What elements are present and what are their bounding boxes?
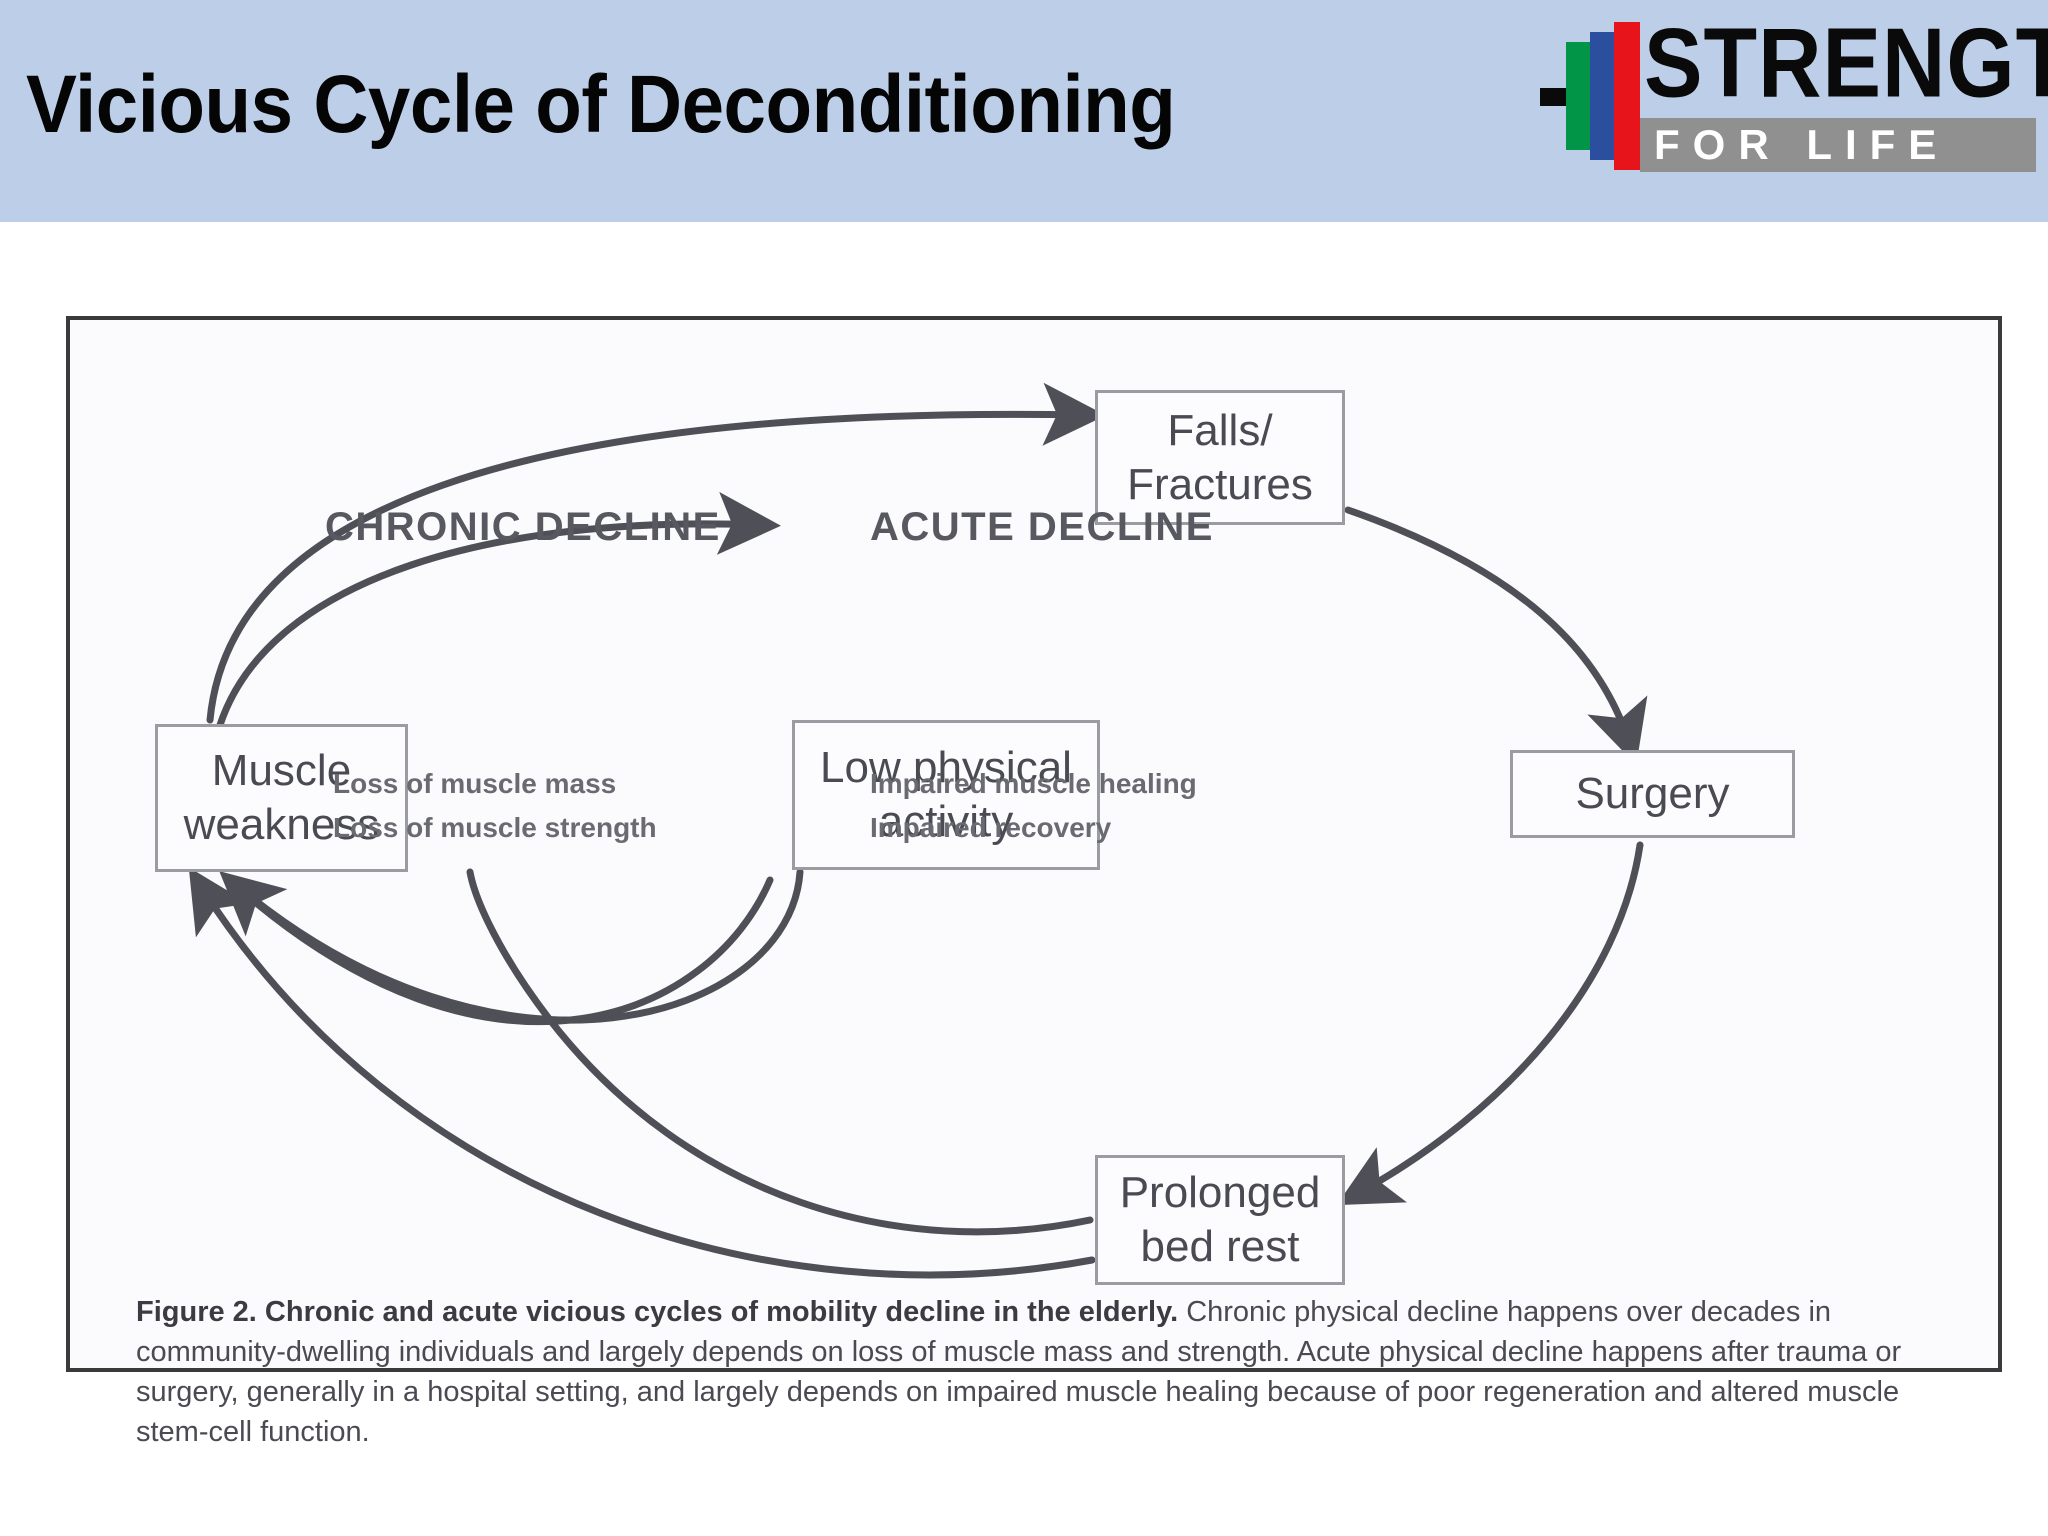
page-title: Vicious Cycle of Deconditioning: [26, 59, 1176, 150]
logo-wordmark-strength: STRENGTH: [1644, 8, 2048, 119]
arrow-lowphys-to-muscle-path: [226, 868, 804, 1024]
section-heading-chronic-decline: CHRONIC DECLINE: [325, 505, 721, 549]
arrow-surgery-to-bedrest: [1336, 841, 1644, 1206]
arrow-bedrest-to-muscle: [188, 867, 1096, 1279]
cycle-arrows-diagram: [188, 382, 1648, 1279]
figure-caption: Figure 2. Chronic and acute vicious cycl…: [136, 1292, 1936, 1452]
slide-header: Vicious Cycle of Deconditioning STRENGTH…: [0, 0, 2048, 222]
section-bullets-chronic-decline: Loss of muscle mass Loss of muscle stren…: [333, 768, 657, 843]
brand-logo: STRENGTH FOR LIFE: [1540, 8, 2048, 172]
node-low-physical-activity[interactable]: Low physical activity: [792, 720, 1100, 870]
figure-canvas: Falls/ Fractures Surgery Prolonged bed r…: [70, 320, 1998, 1448]
figure-caption-title: Figure 2. Chronic and acute vicious cycl…: [136, 1296, 1179, 1328]
figure-caption-body: Chronic physical decline happens over de…: [136, 1296, 1902, 1448]
arrow-lowphys-to-muscle: [219, 871, 774, 1026]
logo-dash-icon: [1540, 88, 1566, 106]
logo-bars-icon: [1540, 16, 1650, 170]
node-prolonged-bed-rest[interactable]: Prolonged bed rest: [1095, 1155, 1345, 1285]
arrow-muscle-to-falls: [206, 382, 1106, 724]
logo-bar-green-icon: [1566, 42, 1590, 150]
logo-wordmark-forlife: FOR LIFE: [1654, 121, 1950, 168]
node-surgery[interactable]: Surgery: [1510, 750, 1795, 838]
section-bullets-acute-decline: Impaired muscle healing Impaired recover…: [870, 768, 1197, 843]
arrow-falls-to-surgery: [1344, 506, 1648, 766]
arrow-muscle-to-lowphys: [216, 491, 781, 729]
arrow-bedrest-to-lowphys-helper: [466, 868, 1094, 1236]
logo-bar-blue-icon: [1590, 32, 1614, 160]
node-muscle-weakness[interactable]: Muscle weakness: [155, 724, 408, 872]
node-falls-fractures[interactable]: Falls/ Fractures: [1095, 390, 1345, 525]
section-heading-acute-decline: ACUTE DECLINE: [870, 505, 1214, 549]
logo-bar-red-icon: [1614, 22, 1640, 170]
figure-frame: Falls/ Fractures Surgery Prolonged bed r…: [66, 316, 2002, 1448]
logo-wordmark-band: FOR LIFE: [1640, 118, 2036, 172]
